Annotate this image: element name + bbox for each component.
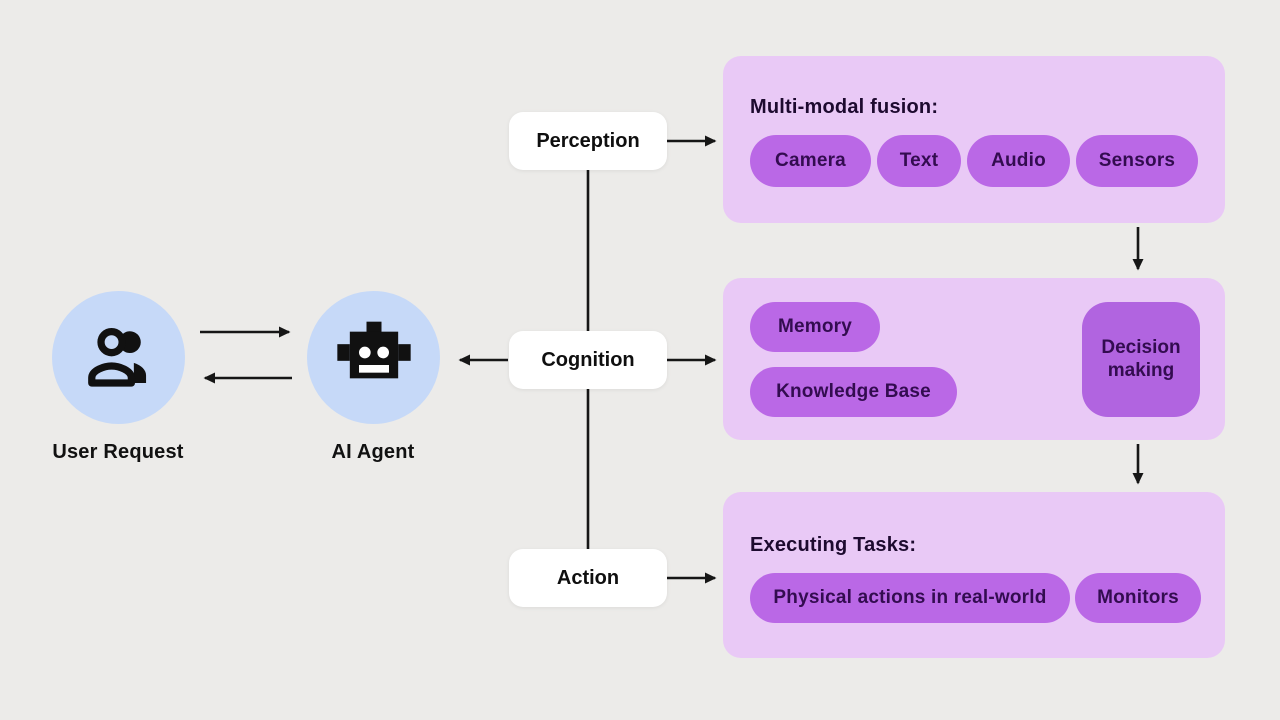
panel-cognition: Memory Knowledge Base Decision making — [723, 278, 1225, 440]
pill-sensors: Sensors — [1076, 135, 1198, 187]
user-request-label: User Request — [52, 441, 184, 463]
user-request-circle — [52, 291, 185, 424]
stage-perception: Perception — [509, 112, 667, 170]
ai-agent-circle — [307, 291, 440, 424]
stage-cognition: Cognition — [509, 331, 667, 389]
decision-making-box: Decision making — [1082, 302, 1200, 417]
person-group-icon — [79, 322, 159, 393]
pill-audio: Audio — [967, 135, 1070, 187]
stage-action: Action — [509, 549, 667, 607]
panel-multimodal-fusion: Multi-modal fusion: Camera Text Audio Se… — [723, 56, 1225, 223]
pill-camera: Camera — [750, 135, 871, 187]
pill-physical-actions: Physical actions in real-world — [750, 573, 1070, 623]
pill-knowledge-base: Knowledge Base — [750, 367, 957, 417]
pill-memory: Memory — [750, 302, 880, 352]
panel-executing-tasks: Executing Tasks: Physical actions in rea… — [723, 492, 1225, 658]
panel-title-multimodal-fusion: Multi-modal fusion: — [750, 96, 939, 118]
ai-agent-label: AI Agent — [331, 441, 415, 463]
pill-monitors: Monitors — [1075, 573, 1201, 623]
pill-text: Text — [877, 135, 961, 187]
robot-icon — [334, 320, 414, 395]
panel-title-executing-tasks: Executing Tasks: — [750, 534, 917, 556]
